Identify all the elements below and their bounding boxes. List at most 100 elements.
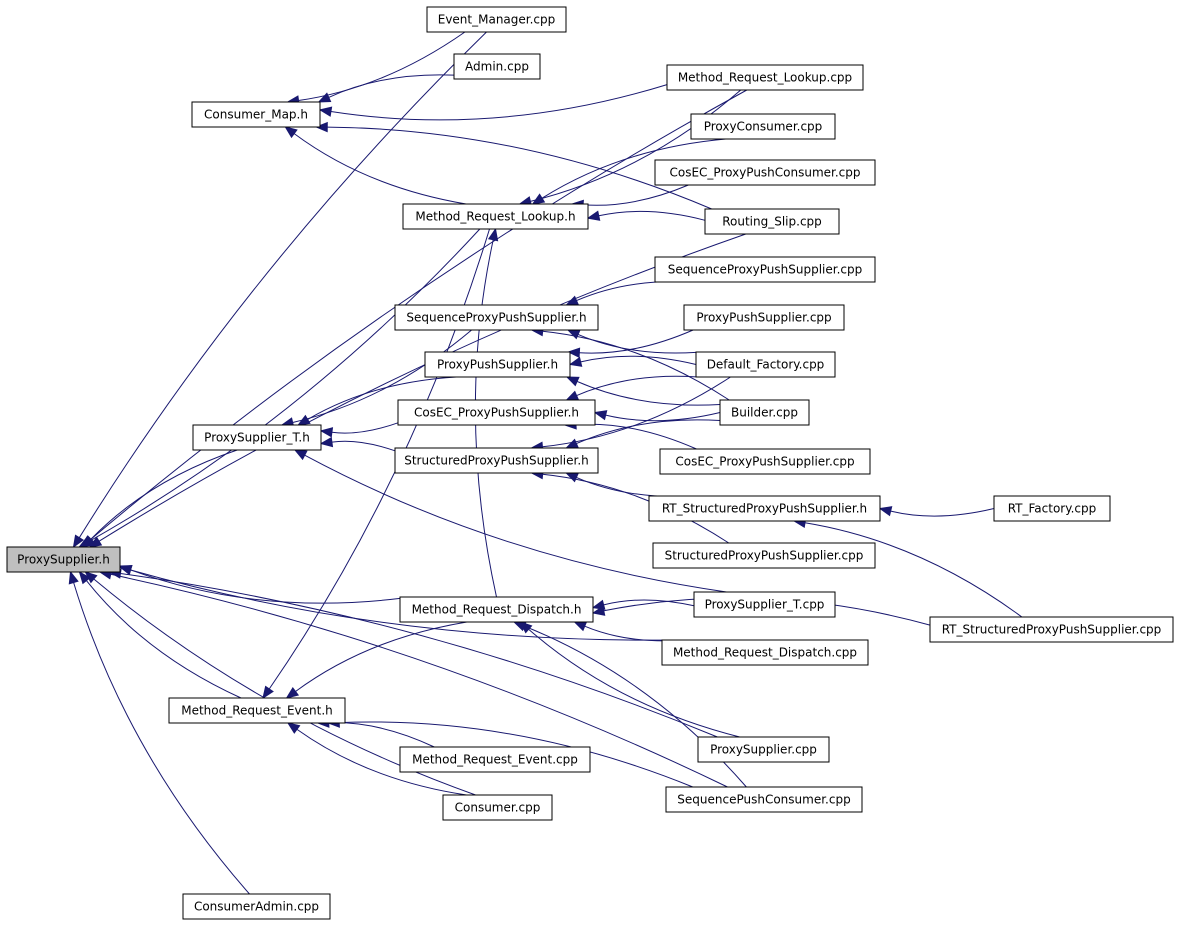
node-pps-h[interactable]: ProxyPushSupplier.h: [424, 351, 571, 378]
node-box[interactable]: [192, 424, 322, 451]
edge-spps_h-to-ps_t_h: [331, 440, 396, 452]
node-admin-cpp[interactable]: Admin.cpp: [453, 53, 541, 80]
arrowhead-mre_h: [262, 685, 274, 700]
node-box[interactable]: [182, 893, 331, 920]
node-spps-h[interactable]: StructuredProxyPushSupplier.h: [394, 447, 599, 474]
arrowhead-proxysupplier_h: [118, 565, 133, 576]
node-mrd-cpp[interactable]: Method_Request_Dispatch.cpp: [661, 639, 869, 666]
node-box[interactable]: [399, 596, 594, 623]
node-cosec-ppc-cpp[interactable]: CosEC_ProxyPushConsumer.cpp: [654, 159, 876, 186]
node-label: ProxySupplier_T.h: [204, 431, 310, 445]
node-box[interactable]: [654, 159, 876, 186]
node-box[interactable]: [665, 786, 863, 813]
node-box[interactable]: [426, 6, 567, 33]
node-routing-slip-cpp[interactable]: Routing_Slip.cpp: [704, 208, 840, 235]
edge-mrd_h-to-mre_h: [295, 621, 467, 692]
node-ps-t-h[interactable]: ProxySupplier_T.h: [192, 424, 322, 451]
arrowhead-cosec_pps_h: [565, 390, 580, 401]
arrowhead-consumer_map_h: [314, 121, 328, 133]
node-mre-h[interactable]: Method_Request_Event.h: [168, 697, 346, 724]
node-box[interactable]: [652, 542, 876, 569]
node-label: Builder.cpp: [731, 406, 798, 420]
node-box[interactable]: [666, 64, 864, 91]
node-label: Method_Request_Event.h: [181, 704, 333, 718]
node-label: ProxyPushSupplier.cpp: [696, 311, 831, 325]
node-box[interactable]: [993, 495, 1111, 522]
node-box[interactable]: [659, 448, 871, 475]
node-label: RT_StructuredProxyPushSupplier.h: [662, 502, 867, 516]
node-default-factory-cpp[interactable]: Default_Factory.cpp: [695, 351, 836, 378]
node-label: Method_Request_Lookup.cpp: [678, 71, 852, 85]
node-box[interactable]: [648, 495, 881, 522]
node-box[interactable]: [697, 736, 830, 763]
node-mrl-h[interactable]: Method_Request_Lookup.h: [402, 203, 589, 230]
edge-builder_cpp-to-pps_h: [576, 380, 721, 406]
node-spps-cpp[interactable]: StructuredProxyPushSupplier.cpp: [652, 542, 876, 569]
node-rt-spps-h[interactable]: RT_StructuredProxyPushSupplier.h: [648, 495, 881, 522]
node-seq-push-consumer-cpp[interactable]: SequencePushConsumer.cpp: [665, 786, 863, 813]
node-box[interactable]: [394, 304, 599, 331]
node-label: StructuredProxyPushSupplier.h: [404, 454, 589, 468]
node-consumeradmin-cpp[interactable]: ConsumerAdmin.cpp: [182, 893, 331, 920]
node-seq-pps-cpp[interactable]: SequenceProxyPushSupplier.cpp: [654, 256, 876, 283]
arrowhead-mrl_h: [531, 193, 546, 205]
node-box[interactable]: [704, 208, 840, 235]
node-box[interactable]: [654, 256, 876, 283]
arrowhead-rt_spps_h: [878, 506, 893, 517]
node-box[interactable]: [6, 546, 121, 573]
node-box[interactable]: [453, 53, 541, 80]
edge-mrl_h-to-consumer_map_h: [293, 133, 467, 205]
node-cosec-pps-h[interactable]: CosEC_ProxyPushSupplier.h: [397, 399, 596, 426]
edge-spps_cpp-to-spps_h: [542, 473, 730, 544]
node-box[interactable]: [402, 203, 589, 230]
edge-cosec_ppc_cpp-to-mrl_h: [582, 184, 689, 206]
node-box[interactable]: [397, 399, 596, 426]
node-rt-factory-cpp[interactable]: RT_Factory.cpp: [993, 495, 1111, 522]
node-label: Method_Request_Event.cpp: [412, 753, 578, 767]
node-box[interactable]: [191, 101, 321, 128]
node-mre-cpp[interactable]: Method_Request_Event.cpp: [399, 746, 591, 773]
node-label: Method_Request_Lookup.h: [415, 210, 575, 224]
node-label: Method_Request_Dispatch.cpp: [673, 646, 857, 660]
node-box[interactable]: [394, 447, 599, 474]
node-label: StructuredProxyPushSupplier.cpp: [665, 549, 864, 563]
arrowhead-consumer_map_h: [317, 92, 332, 103]
node-box[interactable]: [424, 351, 571, 378]
node-label: Event_Manager.cpp: [438, 13, 556, 27]
node-ps-t-cpp[interactable]: ProxySupplier_T.cpp: [693, 591, 836, 618]
node-seq-pps-h[interactable]: SequenceProxyPushSupplier.h: [394, 304, 599, 331]
node-label: Default_Factory.cpp: [707, 358, 825, 372]
edge-cosec_pps_h-to-ps_t_h: [331, 422, 399, 434]
node-cosec-pps-cpp[interactable]: CosEC_ProxyPushSupplier.cpp: [659, 448, 871, 475]
edge-mrl_h-to-proxysupplier_h: [88, 228, 481, 543]
node-label: Consumer_Map.h: [204, 108, 308, 122]
node-box[interactable]: [399, 746, 591, 773]
node-box[interactable]: [683, 304, 845, 331]
node-proxysupplier-h[interactable]: ProxySupplier.h: [6, 546, 121, 573]
node-label: RT_StructuredProxyPushSupplier.cpp: [942, 623, 1162, 637]
edge-proxysupplier_cpp-to-proxysupplier_h: [120, 573, 718, 738]
node-label: ProxySupplier.cpp: [710, 743, 817, 757]
arrowhead-pps_h: [565, 376, 580, 387]
node-builder-cpp[interactable]: Builder.cpp: [719, 399, 810, 426]
node-mrl-cpp[interactable]: Method_Request_Lookup.cpp: [666, 64, 864, 91]
arrowhead-ps_t_h: [319, 427, 334, 438]
node-box[interactable]: [695, 351, 836, 378]
node-consumer-cpp[interactable]: Consumer.cpp: [442, 794, 553, 821]
node-mrd-h[interactable]: Method_Request_Dispatch.h: [399, 596, 594, 623]
node-box[interactable]: [442, 794, 553, 821]
node-box[interactable]: [690, 113, 836, 140]
node-box[interactable]: [929, 616, 1174, 643]
node-box[interactable]: [168, 697, 346, 724]
node-label: ProxyPushSupplier.h: [437, 358, 558, 372]
node-pps-cpp[interactable]: ProxyPushSupplier.cpp: [683, 304, 845, 331]
node-box[interactable]: [693, 591, 836, 618]
node-box[interactable]: [661, 639, 869, 666]
node-proxysupplier-cpp[interactable]: ProxySupplier.cpp: [697, 736, 830, 763]
node-proxyconsumer-cpp[interactable]: ProxyConsumer.cpp: [690, 113, 836, 140]
node-event-manager-cpp[interactable]: Event_Manager.cpp: [426, 6, 567, 33]
node-consumer-map-h[interactable]: Consumer_Map.h: [191, 101, 321, 128]
node-box[interactable]: [719, 399, 810, 426]
node-rt-spps-cpp[interactable]: RT_StructuredProxyPushSupplier.cpp: [929, 616, 1174, 643]
